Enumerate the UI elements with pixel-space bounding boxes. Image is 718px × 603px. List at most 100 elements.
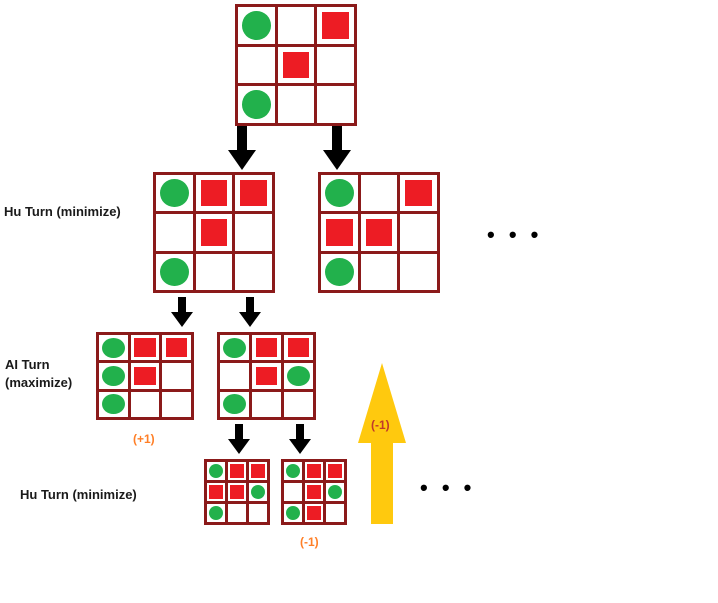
o-piece-icon: [101, 337, 125, 358]
ellipsis-level1: • • •: [487, 222, 543, 247]
o-piece-icon: [325, 257, 354, 286]
o-piece-icon: [160, 179, 189, 208]
board-cell: [284, 483, 302, 501]
x-piece-icon: [328, 464, 342, 478]
board-cell: [321, 253, 358, 290]
board-cell: [400, 253, 437, 290]
x-piece-icon: [230, 464, 244, 478]
x-piece-icon: [405, 180, 432, 207]
board-level1-right: [318, 172, 440, 293]
score-left-ai-board: (+1): [133, 432, 155, 446]
board-cell: [252, 335, 281, 361]
board-cell: [162, 391, 191, 417]
board-cell: [277, 86, 315, 123]
label-ai-turn-line2: (maximize): [5, 375, 73, 390]
x-piece-icon: [200, 180, 228, 207]
o-piece-icon: [222, 394, 247, 415]
board-cell: [317, 86, 354, 123]
x-piece-icon: [255, 338, 278, 358]
o-piece-icon: [208, 463, 224, 479]
o-piece-icon: [325, 179, 354, 208]
board-cell: [249, 462, 267, 480]
board-cell: [156, 253, 193, 290]
board-cell: [207, 462, 225, 480]
board-cell: [207, 483, 225, 501]
board-cell: [195, 253, 233, 290]
board-cell: [284, 462, 302, 480]
down-arrow-icon: [171, 297, 193, 327]
board-cell: [99, 335, 128, 361]
o-piece-icon: [327, 484, 343, 500]
board-cell: [156, 175, 193, 212]
board-level3-left: [204, 459, 270, 525]
board-level1-left: [153, 172, 275, 293]
board-cell: [228, 504, 246, 522]
o-piece-icon: [242, 11, 271, 40]
board-cell: [305, 504, 323, 522]
x-piece-icon: [365, 219, 393, 246]
x-piece-icon: [287, 338, 310, 358]
x-piece-icon: [307, 464, 321, 478]
board-cell: [326, 504, 344, 522]
board-cell: [252, 363, 281, 389]
board-level3-right: [281, 459, 347, 525]
o-piece-icon: [242, 90, 271, 119]
board-cell: [235, 214, 272, 251]
board-cell: [305, 483, 323, 501]
board-cell: [162, 363, 191, 389]
down-arrow-icon: [289, 424, 311, 454]
o-piece-icon: [286, 365, 311, 387]
down-arrow-icon: [228, 424, 250, 454]
board-cell: [317, 46, 354, 84]
x-piece-icon: [240, 180, 267, 207]
board-cell: [207, 504, 225, 522]
o-piece-icon: [160, 257, 189, 286]
board-cell: [220, 363, 249, 389]
board-cell: [156, 214, 193, 251]
score-up-arrow: (-1): [371, 418, 390, 432]
board-cell: [277, 7, 315, 44]
board-cell: [360, 175, 398, 212]
x-piece-icon: [134, 338, 156, 358]
board-cell: [326, 462, 344, 480]
board-cell: [238, 7, 275, 44]
board-cell: [220, 335, 249, 361]
board-level2-right: [217, 332, 316, 420]
score-right-bottom-board: (-1): [300, 535, 319, 549]
x-piece-icon: [166, 338, 188, 358]
label-hu-turn-level3: Hu Turn (minimize): [20, 487, 137, 502]
label-hu-turn-level1: Hu Turn (minimize): [4, 204, 121, 219]
board-cell: [277, 46, 315, 84]
board-cell: [284, 391, 313, 417]
x-piece-icon: [251, 464, 265, 478]
o-piece-icon: [101, 365, 125, 387]
x-piece-icon: [134, 366, 156, 386]
board-cell: [130, 391, 160, 417]
board-cell: [235, 253, 272, 290]
x-piece-icon: [307, 506, 321, 520]
o-piece-icon: [250, 484, 266, 500]
board-cell: [249, 483, 267, 501]
board-cell: [235, 175, 272, 212]
ellipsis-level3: • • •: [420, 475, 476, 500]
down-arrow-icon: [228, 126, 256, 170]
board-cell: [317, 7, 354, 44]
board-cell: [321, 214, 358, 251]
x-piece-icon: [200, 219, 228, 246]
board-cell: [249, 504, 267, 522]
board-cell: [238, 46, 275, 84]
board-cell: [284, 504, 302, 522]
o-piece-icon: [285, 505, 301, 521]
board-cell: [195, 175, 233, 212]
board-cell: [360, 253, 398, 290]
board-cell: [228, 483, 246, 501]
down-arrow-icon: [323, 126, 351, 170]
label-ai-turn-line1: AI Turn: [5, 357, 50, 372]
down-arrow-icon: [239, 297, 261, 327]
board-cell: [284, 363, 313, 389]
board-cell: [321, 175, 358, 212]
x-piece-icon: [322, 12, 349, 39]
board-cell: [130, 335, 160, 361]
o-piece-icon: [285, 463, 301, 479]
board-cell: [252, 391, 281, 417]
